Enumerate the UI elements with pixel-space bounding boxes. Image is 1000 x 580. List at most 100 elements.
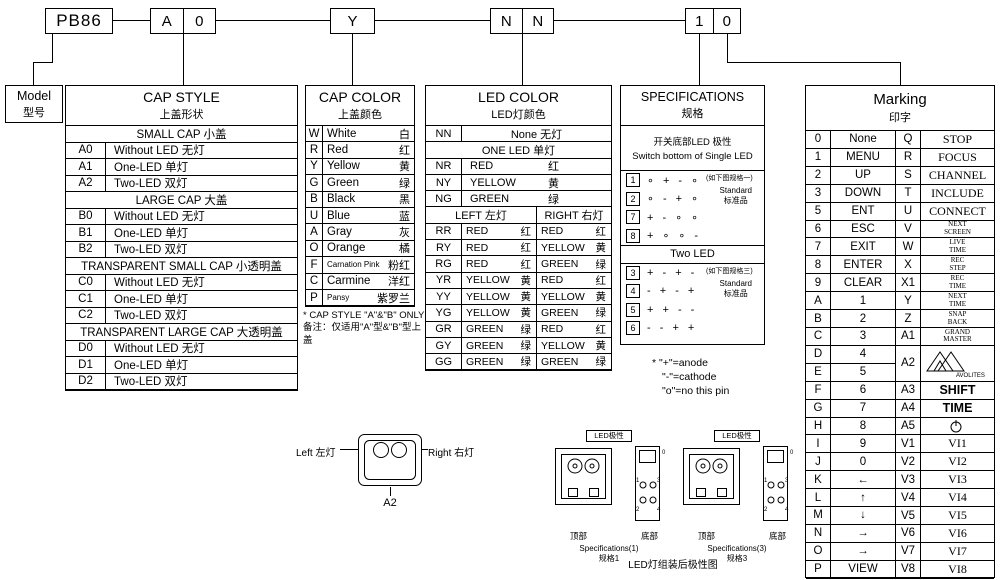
cap-color-note-1: * CAP STYLE "A"&"B" ONLY (303, 310, 425, 321)
specifications-table: SPECIFICATIONS 规格 开关底部LED 极性 Switch bott… (620, 85, 765, 345)
cap-color-row: R Red 红 (306, 142, 414, 159)
led-left-right-header: LEFT 左灯 RIGHT 右灯 (426, 207, 611, 224)
spec-row-pins: ∘ - + ∘ (647, 193, 700, 206)
model-title: Model (16, 88, 52, 103)
marking-label: INCLUDE (931, 185, 984, 200)
cap-color-name: Carnation Pink (327, 260, 380, 270)
spec-row-number: 1 (626, 173, 640, 188)
pin-1 (639, 481, 647, 489)
led-two-right-name: YELLOW (541, 290, 585, 303)
cap-style-row: SMALL CAP 小盖 (66, 126, 297, 143)
led-two-left-cn: 红 (520, 225, 532, 238)
connector-line (522, 34, 523, 85)
marking-code: A3 (896, 381, 921, 399)
marking-code: V4 (896, 489, 921, 507)
cap-color-note-2: 备注：仅适用"A"型&"B"型上盖 (303, 322, 421, 346)
marking-row: J 0 (806, 453, 895, 472)
led-two-right-name: GREEN (541, 306, 579, 319)
marking-label: REC STEP (949, 256, 966, 272)
led-one-row: NY YELLOW 黄 (426, 174, 611, 192)
led-two-row: RG RED 红 GREEN 绿 (426, 256, 611, 273)
pin-4 (777, 496, 785, 504)
marking-code: U (896, 202, 921, 220)
marking-row: W LIVE TIME (896, 238, 994, 257)
marking-row: A3 SHIFT (896, 381, 994, 400)
spec-row-number: 6 (626, 321, 640, 336)
led-two-right: GREEN 绿 (537, 305, 611, 320)
specifications-title: SPECIFICATIONS (640, 90, 745, 104)
led-two-right-cn: 红 (595, 323, 607, 336)
code-led-2: N (521, 9, 554, 33)
led-one-led-header: ONE LED 单灯 (426, 142, 611, 159)
marking-label: CLEAR (843, 276, 883, 289)
marking-label: 0 (859, 455, 867, 468)
marking-row: T INCLUDE (896, 184, 994, 203)
specifications-desc-cn: 开关底部LED 极性 (653, 137, 732, 148)
led-two-right: RED 红 (537, 224, 611, 239)
led-none-desc: None 无灯 (510, 128, 563, 141)
cap-style-desc: Without LED 无灯 (114, 211, 205, 224)
cap-color-name: Black (327, 193, 356, 206)
spec-row-pins: + + - - (647, 303, 696, 316)
led-two-right: YELLOW 黄 (537, 240, 611, 255)
marking-row: L ↑ (806, 489, 895, 508)
marking-code: V6 (896, 524, 921, 542)
marking-code: Q (896, 131, 921, 148)
connector-line (727, 62, 900, 63)
marking-label: 8 (859, 419, 867, 432)
cap-color-code: F (306, 257, 323, 273)
cap-color-code: C (306, 273, 323, 289)
polarity-diagram-3: LED极性 0 1 3 2 4 顶部 底部 Specifications (674, 430, 800, 564)
marking-label: 5 (859, 366, 867, 379)
marking-title: Marking (873, 91, 927, 108)
marking-label: VI2 (948, 454, 967, 469)
cap-color-name: Carmine (327, 275, 371, 288)
switch-top-inner (689, 454, 734, 499)
marking-label: NEXT TIME (948, 291, 967, 308)
polarity-diagram-1: LED极性 0 1 3 2 4 顶部 底部 Specifications (546, 430, 672, 564)
marking-row: B 2 (806, 310, 895, 328)
cap-style-code: B2 (66, 241, 106, 257)
marking-row: 5 ENT (806, 202, 895, 221)
marking-code: X (896, 256, 921, 274)
marking-header: Marking 印字 (806, 86, 994, 131)
led-two-left-cn: 绿 (520, 323, 532, 336)
marking-row: 2 UP (806, 166, 895, 185)
marking-code: X1 (896, 274, 921, 292)
cap-color-code: W (306, 126, 323, 142)
marking-label: EXIT (850, 240, 876, 253)
cap-color-table: CAP COLOR 上盖颜色 W White 白 R Red 红 Y Yello… (305, 85, 415, 308)
marking-label: 3 (859, 330, 867, 343)
cap-color-code: A (306, 224, 323, 240)
marking-row: N → (806, 524, 895, 543)
marking-code: N (806, 524, 831, 542)
cap-style-desc: One-LED 单灯 (114, 161, 189, 174)
model-box-header: Model 型号 (6, 86, 62, 122)
cap-style-desc: Without LED 无灯 (114, 343, 205, 356)
connector-line (113, 20, 150, 21)
led-left-header: LEFT 左灯 (426, 207, 537, 223)
marking-label: VI5 (948, 508, 967, 522)
cap-color-name: White (327, 127, 357, 140)
polarity-view-labels-3: 顶部 底部 (674, 530, 800, 542)
cap-color-code: G (306, 175, 323, 191)
avolites-logo: AVOLITES (926, 351, 985, 379)
polarity-caption-1-cn: 规格1 (598, 554, 620, 563)
cap-style-row: C0 Without LED 无灯 (66, 274, 297, 291)
led-two-left: RED 红 (462, 256, 537, 272)
cap-style-row: A0 Without LED 无灯 (66, 142, 297, 159)
marking-label: VI3 (948, 472, 967, 487)
marking-label: VI6 (948, 525, 967, 540)
led-two-code: RG (426, 256, 462, 272)
cap-style-code: D1 (66, 357, 106, 373)
led-none-row: NN None 无灯 (426, 126, 611, 143)
marking-label: 7 (859, 402, 867, 415)
spec-row-number: 2 (626, 191, 640, 206)
connector-line (52, 34, 53, 62)
switch-bottom-outline (635, 446, 660, 521)
led-two-row: GY GREEN 绿 YELLOW 黄 (426, 337, 611, 355)
pin-1 (767, 481, 775, 489)
marking-code: R (896, 148, 921, 166)
led-two-left-cn: 红 (520, 242, 532, 255)
